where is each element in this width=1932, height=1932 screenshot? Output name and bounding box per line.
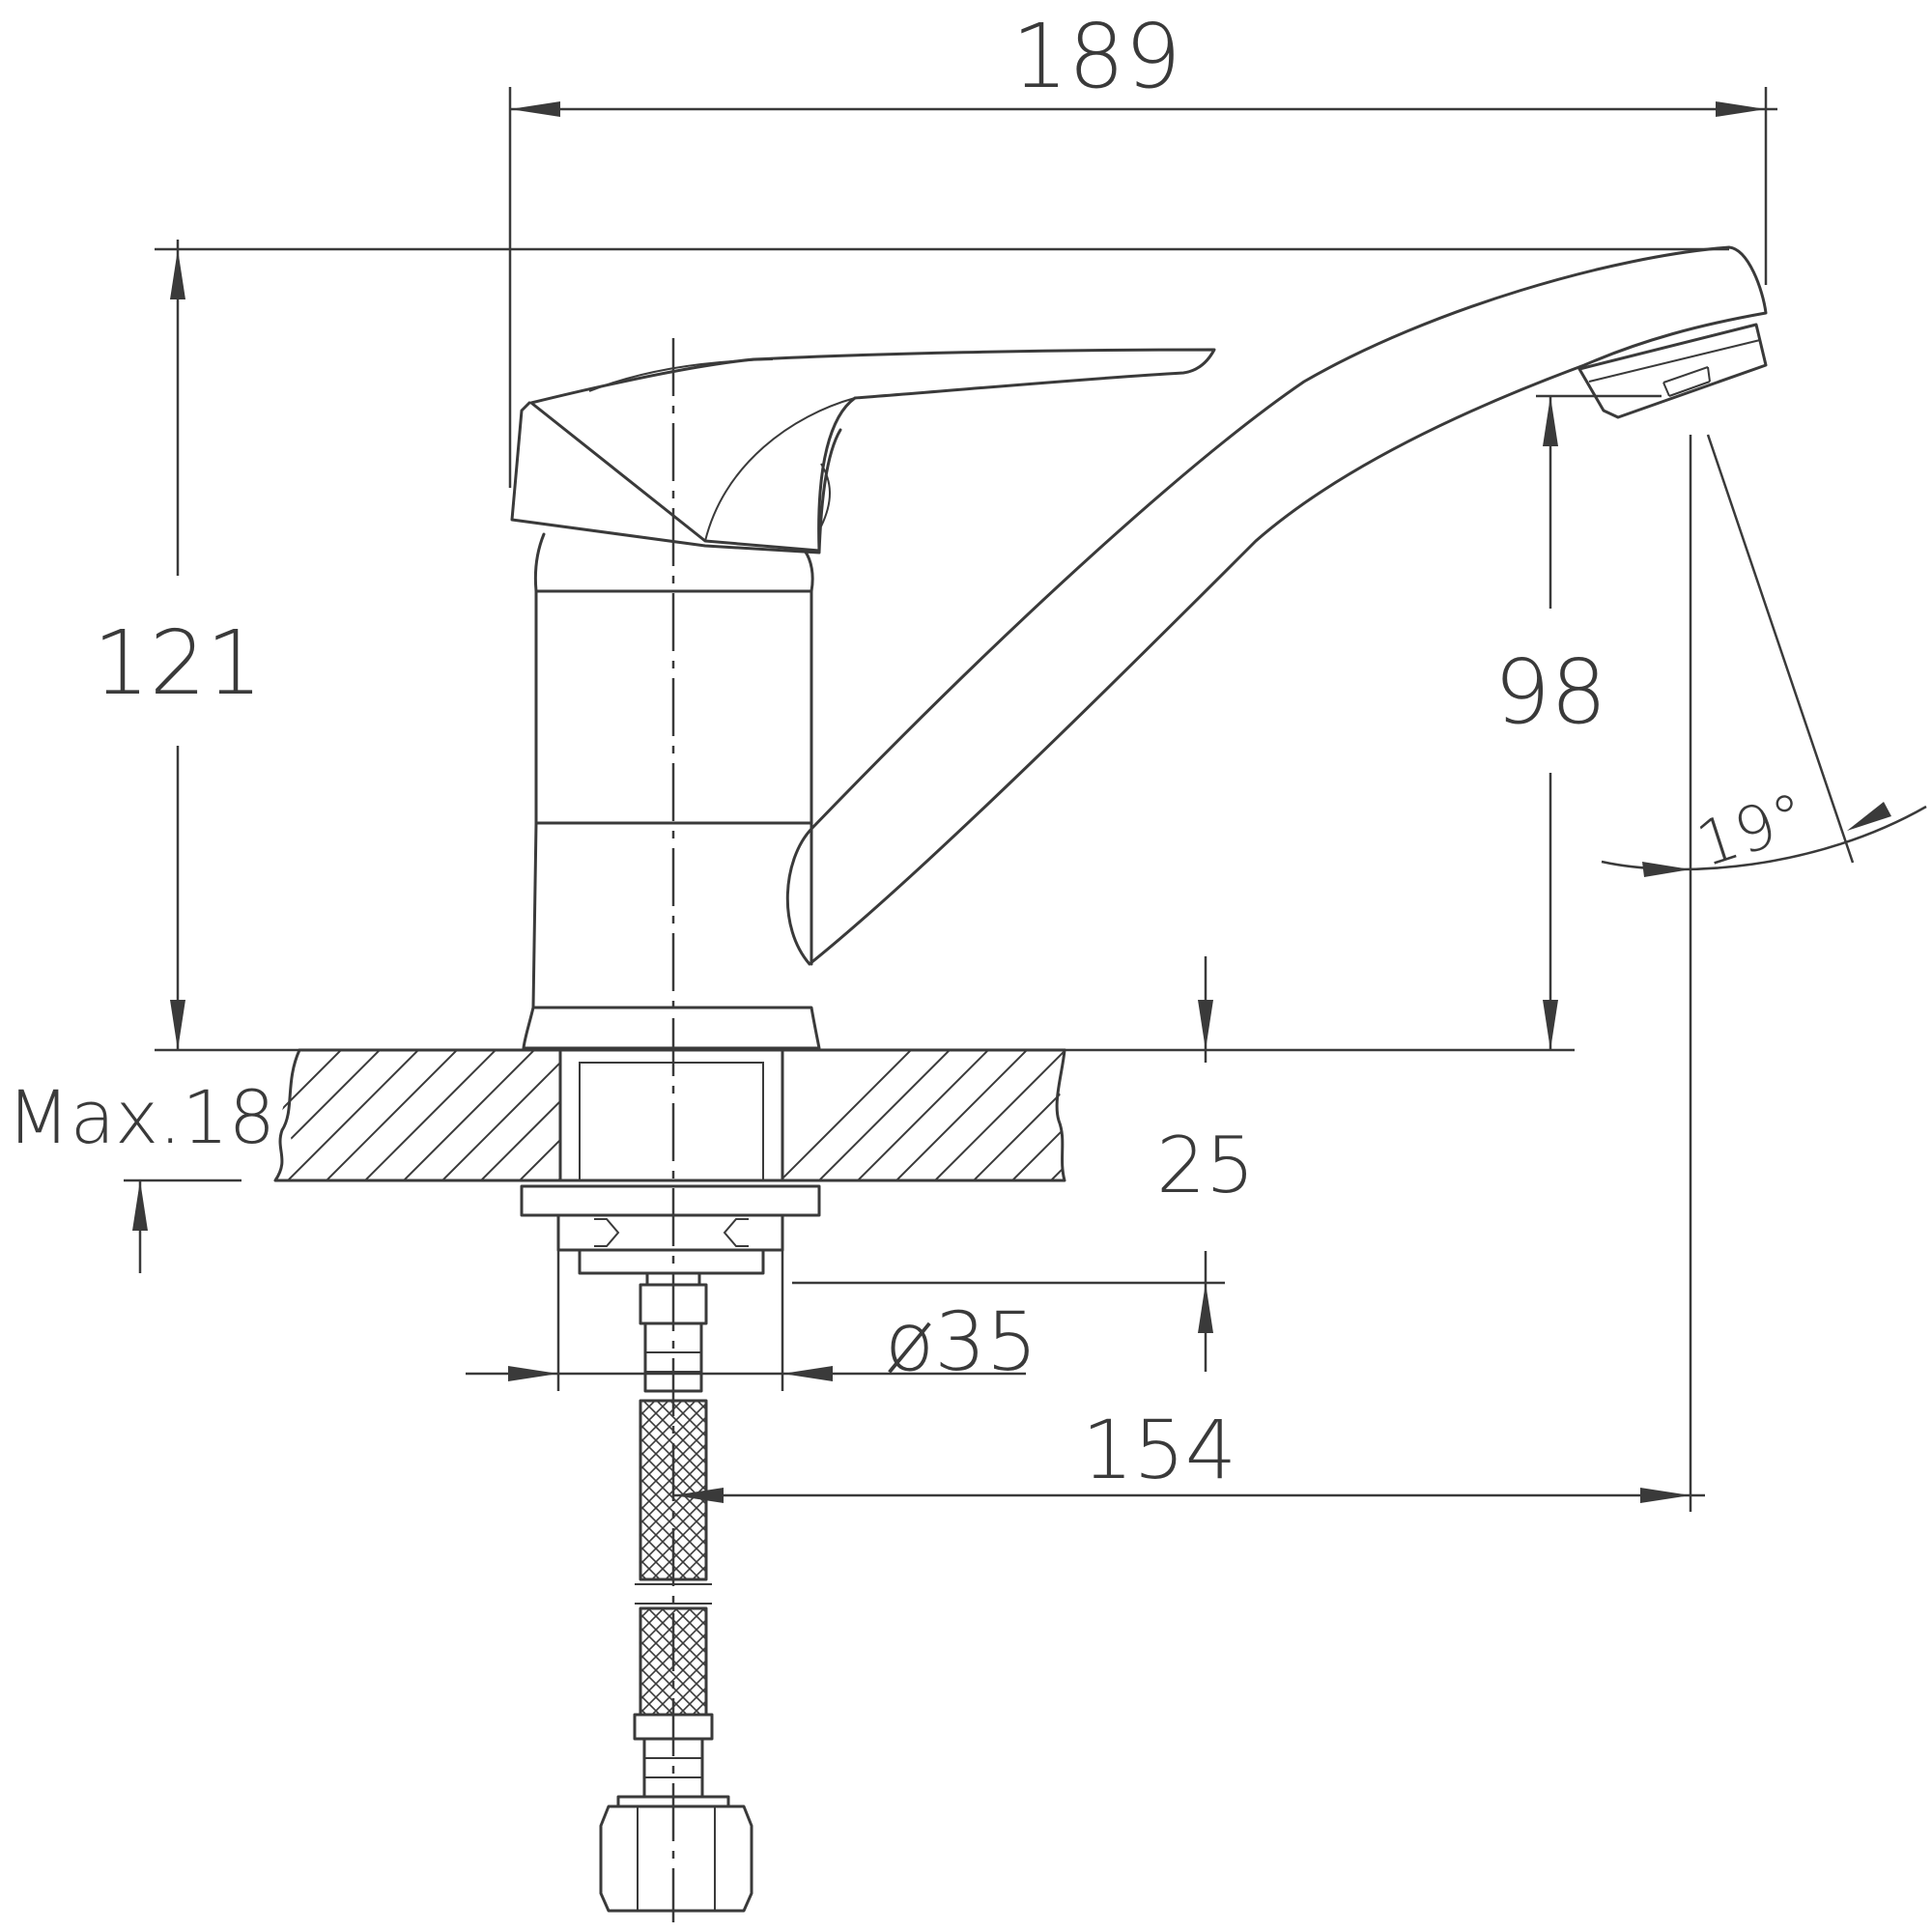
dim-25-label: 25 — [1156, 1121, 1255, 1210]
body-base — [522, 1006, 821, 1050]
hex-nut — [599, 1804, 753, 1913]
handle-cap — [510, 401, 842, 554]
dim-121-label: 121 — [93, 611, 263, 715]
dim-max18-label: Max.18 — [7, 1074, 275, 1160]
dimension-lines — [124, 87, 1927, 1512]
dim-35-label: ø35 — [885, 1294, 1037, 1389]
dim-189-label: 189 — [1011, 5, 1181, 108]
faucet-body — [510, 245, 1768, 1050]
spout — [785, 245, 1768, 966]
dim-19-angle-label: 19° — [1689, 780, 1815, 881]
countertop-section — [273, 1048, 1066, 1182]
dim-154-label: 154 — [1082, 1403, 1236, 1497]
body-cylinder — [534, 589, 813, 825]
aerator — [1577, 323, 1768, 419]
flex-hose — [599, 1399, 753, 1913]
dim-98-label: 98 — [1493, 640, 1606, 744]
fixing-assembly — [520, 1184, 821, 1393]
handle-lever — [529, 348, 1216, 553]
dimension-labels: 189 121 98 25 Max.18 ø35 154 19° — [7, 5, 1815, 1497]
